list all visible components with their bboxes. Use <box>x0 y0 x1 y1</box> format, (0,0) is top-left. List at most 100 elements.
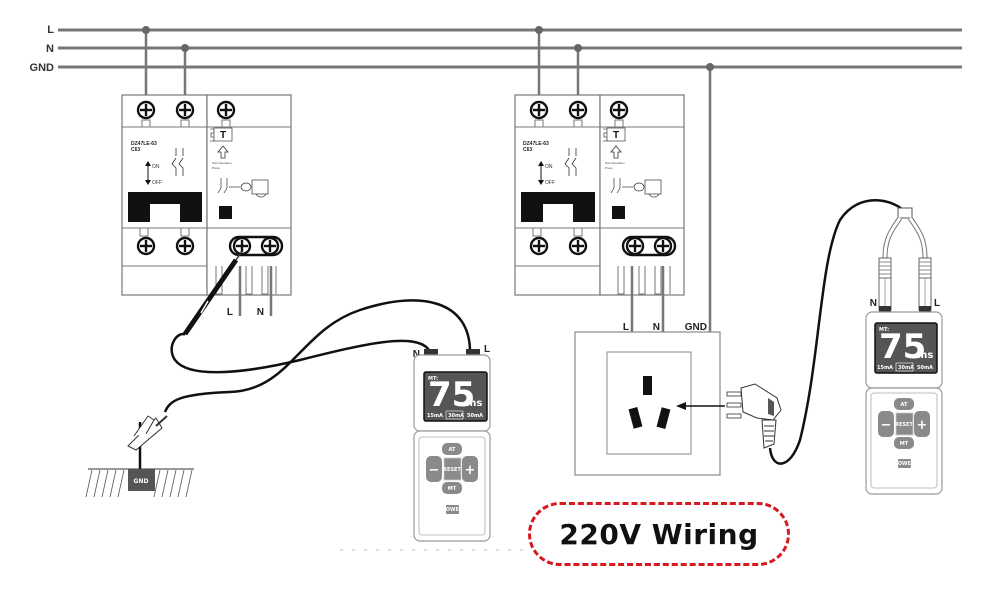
button-at[interactable] <box>894 398 914 410</box>
svg-text:RESET: RESET <box>443 467 461 473</box>
svg-text:15mA: 15mA <box>427 413 443 419</box>
lead-label-l: L <box>484 344 490 355</box>
ground-label: GND <box>134 478 149 485</box>
svg-text:Test Operation: Test Operation <box>212 161 232 165</box>
plug-icon <box>726 383 782 449</box>
tester-2-cable <box>768 199 906 465</box>
breaker-1: DZ47LE-63 C63 ON OFF T Test Operation Pr… <box>121 94 292 318</box>
svg-text:AT: AT <box>901 402 908 408</box>
on-label: ON <box>545 164 553 170</box>
test-button[interactable]: T <box>220 130 226 141</box>
output-label-l: L <box>623 322 629 333</box>
svg-text:30mA: 30mA <box>898 365 914 371</box>
bus-label-gnd: GND <box>30 62 55 74</box>
lead-label-n: N <box>413 349 420 360</box>
off-arrow-icon <box>145 180 151 185</box>
wall-socket <box>574 331 725 476</box>
reading-value: 75 <box>428 375 475 415</box>
terminal-screw <box>136 100 156 120</box>
socket-hole-live <box>643 376 652 395</box>
breaker-model: DZ47LE-63 <box>131 141 157 147</box>
output-label-l: L <box>227 307 233 318</box>
svg-text:Press: Press <box>212 166 220 170</box>
button-minus[interactable] <box>426 456 442 482</box>
terminal-screw <box>175 236 195 256</box>
switch-symbol-icon <box>171 148 184 176</box>
button-plus[interactable] <box>462 456 478 482</box>
indicator-window <box>219 206 232 219</box>
svg-text:MT: MT <box>448 486 457 492</box>
svg-text:AT: AT <box>449 447 456 453</box>
diagram-title-badge: 220V Wiring <box>528 502 790 566</box>
off-label: OFF <box>545 180 555 186</box>
breaker-toggle <box>521 192 595 222</box>
on-arrow-icon <box>145 161 151 166</box>
button-at[interactable] <box>442 443 462 455</box>
output-label-gnd: GND <box>685 322 707 333</box>
off-label: OFF <box>152 180 162 186</box>
svg-text:POWER: POWER <box>442 507 463 513</box>
bus-label-l: L <box>47 24 54 36</box>
rcd-symbol-icon <box>610 178 662 198</box>
switch-symbol-icon <box>564 148 577 176</box>
breaker-model: DZ47LE-63 <box>523 141 549 147</box>
svg-text:15mA: 15mA <box>877 365 893 371</box>
svg-text:+: + <box>917 418 928 433</box>
socket-hole-ground <box>656 407 671 429</box>
svg-text:50mA: 50mA <box>467 413 483 419</box>
indicator-window <box>612 206 625 219</box>
output-label-n: N <box>257 307 264 318</box>
socket-hole-neutral <box>628 407 643 429</box>
power-button[interactable] <box>446 505 459 514</box>
button-mt[interactable] <box>442 482 462 494</box>
reading-value: 75 <box>879 327 926 367</box>
lead-label-n: N <box>870 298 877 309</box>
button-mt[interactable] <box>894 437 914 449</box>
terminal-screw <box>260 236 280 256</box>
button-reset[interactable] <box>443 457 462 481</box>
terminal-screw <box>175 100 195 120</box>
test-probe-icon <box>182 250 243 336</box>
terminal-screw <box>216 100 236 120</box>
svg-text:30mA: 30mA <box>448 413 464 419</box>
button-reset[interactable] <box>895 412 914 436</box>
breaker-toggle <box>128 192 202 222</box>
tester-screen <box>874 322 938 374</box>
tester-screen <box>423 371 488 422</box>
button-minus[interactable] <box>878 411 894 437</box>
rcd-tester-2: N L MT: 75 ms 15mA 30mA 50mA AT − RESET … <box>865 298 943 495</box>
test-button[interactable]: T <box>613 130 619 141</box>
svg-text:RESET: RESET <box>895 422 913 428</box>
bus-label-n: N <box>46 43 54 55</box>
svg-text:POWER: POWER <box>894 461 915 467</box>
svg-text:+: + <box>465 463 476 478</box>
breaker-rating: C63 <box>523 147 532 153</box>
bus-lines: L N GND <box>30 24 962 74</box>
svg-text:MT:: MT: <box>428 376 438 382</box>
svg-text:ms: ms <box>466 398 482 409</box>
rcd-tester-1: N L MT: 75 ms 15mA 30mA 50mA AT − RESET … <box>413 344 491 542</box>
breaker-rating: C63 <box>131 147 140 153</box>
svg-text:Press: Press <box>605 166 613 170</box>
on-label: ON <box>152 164 160 170</box>
up-arrow-icon <box>217 145 229 159</box>
breaker-2: DZ47LE-63 C63 ON OFF T Test Operation Pr… <box>514 94 707 334</box>
diagram-title: 220V Wiring <box>559 517 759 551</box>
svg-text:−: − <box>429 463 440 478</box>
tester-1-ground-lead <box>163 299 472 413</box>
alligator-clip-icon <box>127 415 168 470</box>
button-plus[interactable] <box>914 411 930 437</box>
off-arrow-icon <box>538 180 544 185</box>
terminal-screw <box>136 236 156 256</box>
tester-1-probe-lead <box>170 332 432 374</box>
svg-text:MT: MT <box>900 441 909 447</box>
bus-taps <box>142 26 714 332</box>
arrow-left-icon <box>676 402 686 410</box>
power-button[interactable] <box>898 459 911 468</box>
svg-text:−: − <box>881 418 892 433</box>
svg-text:MT:: MT: <box>879 327 889 333</box>
svg-text:ms: ms <box>917 350 933 361</box>
up-arrow-icon <box>610 145 622 159</box>
y-splitter <box>878 207 932 311</box>
